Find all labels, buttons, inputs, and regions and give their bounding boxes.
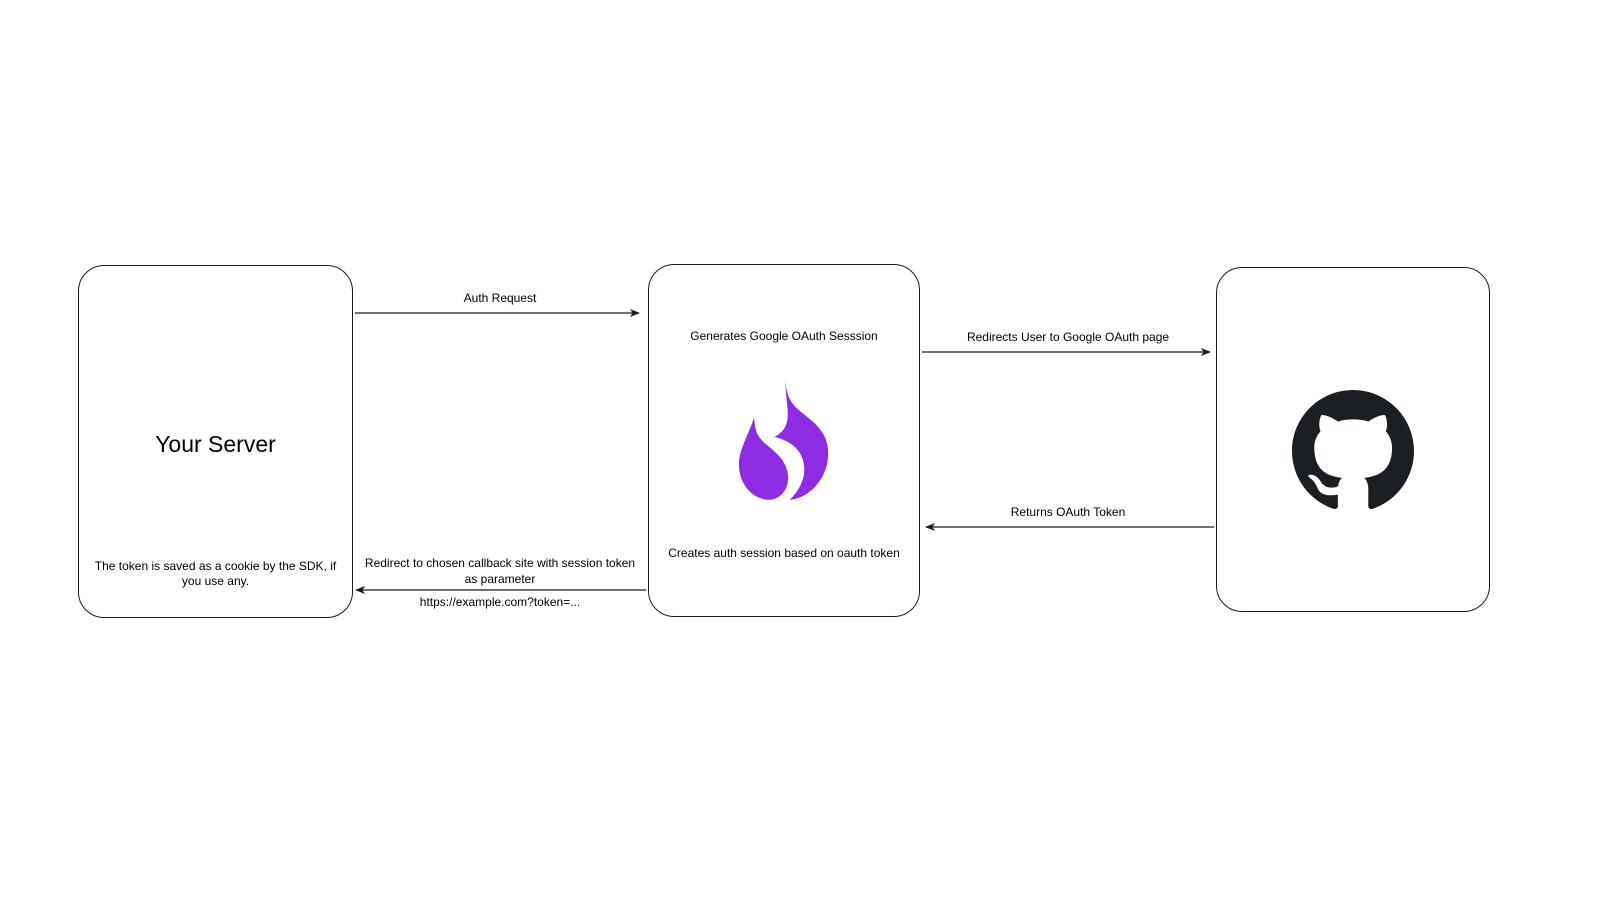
node-github[interactable]	[1216, 267, 1490, 612]
github-octocat-logo-icon	[1292, 390, 1414, 512]
edge-label-returns-token: Returns OAuth Token	[1010, 505, 1126, 519]
node-hanko[interactable]: Generates Google OAuth Sesssion Creates …	[648, 264, 920, 617]
edge-sublabel-redirect-callback: https://example.com?token=...	[419, 595, 581, 609]
hanko-top-caption: Generates Google OAuth Sesssion	[690, 329, 878, 343]
your-server-title: Your Server	[155, 431, 276, 457]
edge-label-redirect-callback: Redirect to chosen callback site with se…	[364, 556, 636, 586]
your-server-caption: The token is saved as a cookie by the SD…	[94, 559, 337, 588]
hanko-bottom-caption: Creates auth session based on oauth toke…	[668, 546, 900, 560]
node-your-server[interactable]: Your Server The token is saved as a cook…	[78, 265, 353, 618]
hanko-flame-logo-icon	[735, 378, 833, 502]
edge-label-auth-request: Auth Request	[463, 291, 537, 305]
edge-label-redirects-user: Redirects User to Google OAuth page	[966, 330, 1170, 344]
